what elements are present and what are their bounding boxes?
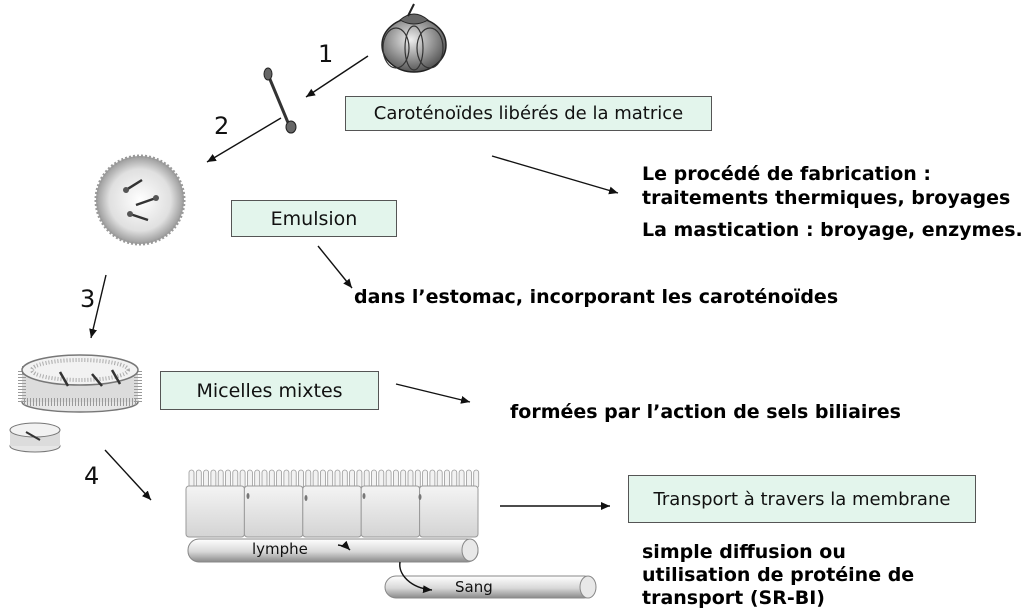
microvillus [203, 469, 210, 489]
microvillus [363, 469, 370, 489]
microvillus [246, 469, 253, 489]
microvillus [444, 469, 450, 489]
carotenoid-in-cell [362, 493, 366, 499]
microvillus [188, 469, 195, 489]
microvillus [290, 469, 297, 489]
arrow-step-1 [305, 55, 369, 98]
box-micelles-mixtes: Micelles mixtes [160, 371, 379, 410]
box-transport-membrane: Transport à travers la membrane [628, 475, 976, 523]
arrow-to-sels [395, 383, 471, 404]
enterocytes [185, 485, 479, 538]
microvillus [225, 469, 231, 489]
note-procede-line1: Le procédé de fabrication : [642, 163, 932, 185]
note-diffusion-line3: transport (SR-BI) [642, 587, 825, 609]
label-lymphe: lymphe [252, 540, 308, 558]
tomato-icon [381, 3, 447, 73]
box-carotenoides-liberes: Caroténoïdes libérés de la matrice [345, 96, 712, 131]
microvillus [414, 469, 421, 489]
microvillus [451, 469, 458, 489]
enterocyte [419, 485, 479, 538]
enterocyte [360, 485, 421, 538]
arrow-step-3 [89, 274, 107, 339]
microvillus [210, 469, 217, 489]
microvillus [385, 469, 392, 489]
enterocyte [185, 485, 245, 538]
microvillus [334, 469, 341, 489]
microvillus [429, 469, 436, 489]
blood-vessel [384, 561, 597, 599]
note-diffusion-line1: simple diffusion ou [642, 541, 846, 563]
intestinal-wall-illustration [185, 469, 480, 538]
microvillus [217, 469, 224, 489]
note-procede-line2: traitements thermiques, broyages [642, 187, 1011, 209]
step-number-4: 4 [84, 462, 100, 490]
microvillus [473, 469, 480, 489]
microvillus [378, 469, 385, 489]
microvillus [254, 469, 261, 489]
microvillus [195, 469, 202, 489]
box-emulsion: Emulsion [231, 200, 397, 237]
microvillus [349, 469, 356, 489]
microvillus [465, 469, 472, 489]
microvillus [305, 469, 312, 489]
carotenoid-in-cell [418, 494, 422, 500]
microvillus [276, 469, 283, 489]
microvillus [232, 469, 239, 489]
microvillus [298, 469, 304, 489]
note-estomac: dans l’estomac, incorporant les caroténo… [354, 286, 839, 308]
microvillus [268, 469, 275, 489]
note-sels-biliaires: formées par l’action de sels biliaires [510, 401, 901, 423]
step-number-1: 1 [318, 40, 334, 68]
carotenoid-in-cell [246, 493, 250, 499]
microvillus [371, 469, 377, 489]
microvillus [392, 469, 399, 489]
microvillus [407, 469, 414, 489]
enterocyte [302, 485, 362, 538]
arrow-step-4 [104, 449, 152, 501]
microvillus [356, 469, 363, 489]
note-mastication: La mastication : broyage, enzymes.. [642, 219, 1024, 241]
microvillus [436, 469, 443, 489]
microvillus [319, 469, 326, 489]
label-sang: Sang [455, 578, 493, 596]
step-number-2: 2 [214, 112, 230, 140]
microvillus [400, 469, 407, 489]
arrow-to-estomac [317, 245, 353, 289]
micelles-icon [9, 354, 142, 453]
step-number-3: 3 [80, 285, 96, 313]
microvilli [188, 469, 480, 489]
emulsion-droplet-icon [94, 154, 186, 246]
arrow-step-2 [206, 117, 282, 163]
enterocyte [243, 485, 304, 538]
microvillus [327, 469, 334, 489]
microvillus [341, 469, 348, 489]
microvillus [239, 469, 246, 489]
microvillus [283, 469, 290, 489]
carotenoid-molecule-icon [263, 67, 297, 134]
lymph-vessel [187, 538, 479, 563]
microvillus [312, 469, 319, 489]
microvillus [261, 469, 268, 489]
microvillus [458, 469, 465, 489]
carotenoid-in-cell [304, 495, 308, 501]
arrow-to-procede [491, 155, 619, 195]
microvillus [422, 469, 429, 489]
note-diffusion-line2: utilisation de protéine de [642, 564, 915, 586]
